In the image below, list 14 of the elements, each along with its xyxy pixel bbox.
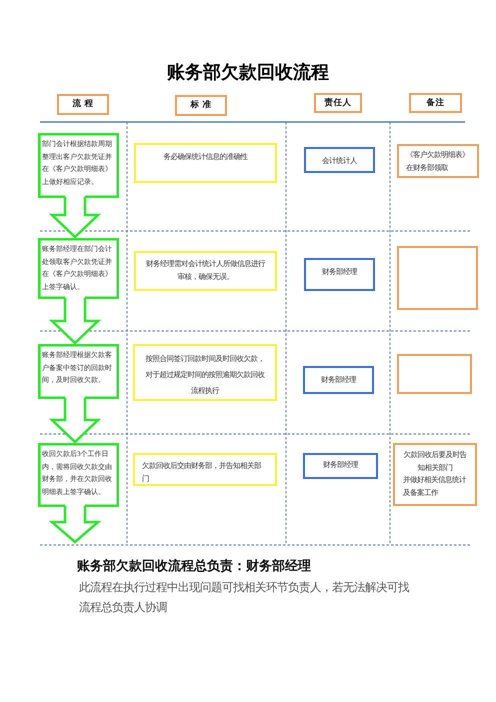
column-header: 备注 xyxy=(409,93,462,113)
column-header: 标 准 xyxy=(175,95,227,116)
note-paragraph: 此流程在执行过程中出现问题可找相关环节负责人，若无法解决可找流程总负责人协调 xyxy=(79,580,410,616)
block-arrow xyxy=(48,504,102,544)
block-arrow xyxy=(48,396,102,444)
summary-heading: 账务部欠款回收流程总负责：财务部经理 xyxy=(77,558,311,576)
title: 账务部欠款回收流程 xyxy=(167,61,329,85)
block-arrow xyxy=(48,196,102,239)
column-header: 流 程 xyxy=(57,94,109,115)
note-box xyxy=(397,354,472,394)
note-box xyxy=(397,246,478,310)
column-header: 责任人 xyxy=(314,93,362,113)
note-box xyxy=(393,443,477,506)
block-arrow xyxy=(48,296,102,345)
